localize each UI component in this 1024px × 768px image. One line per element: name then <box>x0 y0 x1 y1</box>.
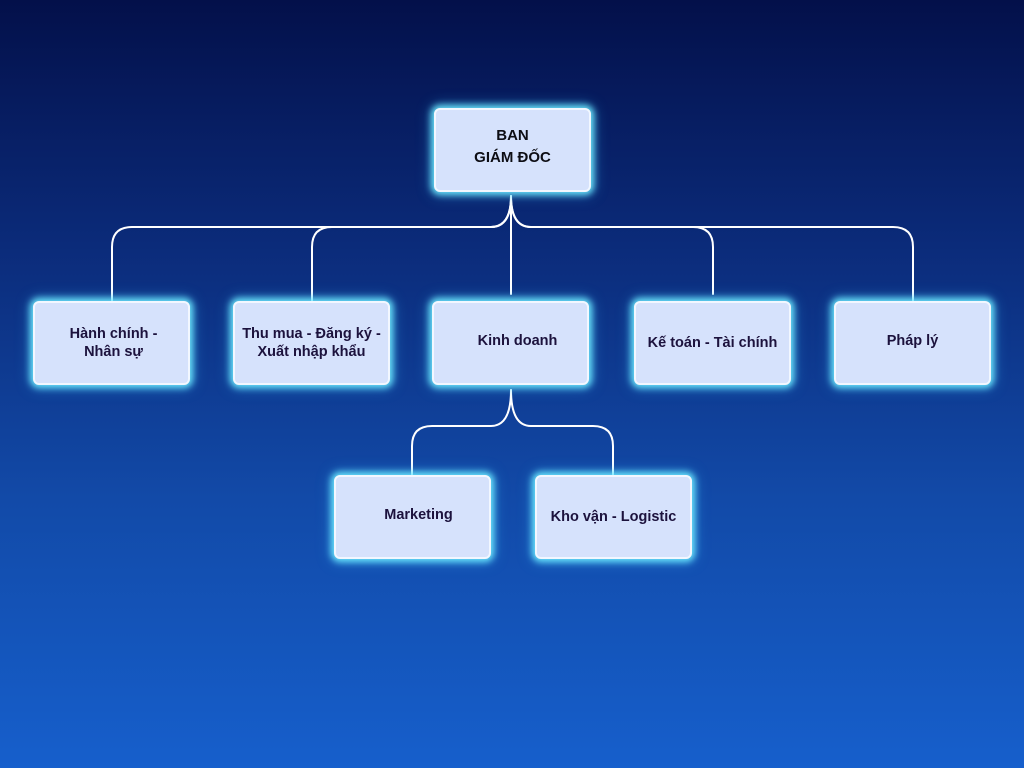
connector-sales-to-logistics <box>510 389 614 477</box>
sub-department-node-logistics: Kho vận - Logistic <box>535 475 692 559</box>
sub-department-logistics-label: Kho vận - Logistic <box>550 509 677 525</box>
department-node-purchasing: Thu mua - Đăng ký - Xuất nhập khẩu <box>233 301 390 385</box>
board-label-line-2: GIÁM ĐỐC <box>474 149 551 166</box>
sub-department-marketing-label: Marketing <box>384 507 453 523</box>
department-sales-label: Kinh doanh <box>477 333 558 349</box>
department-hr-line-2: Nhân sự <box>84 344 143 360</box>
sub-department-node-marketing: Marketing <box>334 475 491 559</box>
department-purchasing-line-2: Xuất nhập khẩu <box>257 344 366 360</box>
department-purchasing-label: Thu mua - Đăng ký - Xuất nhập khẩu <box>242 325 381 361</box>
department-hr-label: Hành chính - Nhân sự <box>70 325 158 361</box>
department-node-sales: Kinh doanh <box>432 301 589 385</box>
board-label-line-1: BAN <box>496 127 529 144</box>
department-legal-label: Pháp lý <box>886 333 939 349</box>
department-purchasing-line-1: Thu mua - Đăng ký - <box>242 326 381 342</box>
department-node-accounting: Kế toán - Tài chính <box>634 301 791 385</box>
connector-root-to-legal <box>510 195 914 303</box>
department-hr-line-1: Hành chính - <box>69 326 158 342</box>
board-of-directors-node: BAN GIÁM ĐỐC <box>434 108 591 192</box>
department-node-hr: Hành chính - Nhân sự <box>33 301 190 385</box>
connector-root-to-purchasing <box>311 195 512 303</box>
connector-sales-to-marketing <box>411 389 512 477</box>
connector-root-to-accounting <box>510 195 714 295</box>
board-of-directors-label: BAN GIÁM ĐỐC <box>474 125 551 169</box>
department-accounting-label: Kế toán - Tài chính <box>647 335 778 351</box>
department-node-legal: Pháp lý <box>834 301 991 385</box>
